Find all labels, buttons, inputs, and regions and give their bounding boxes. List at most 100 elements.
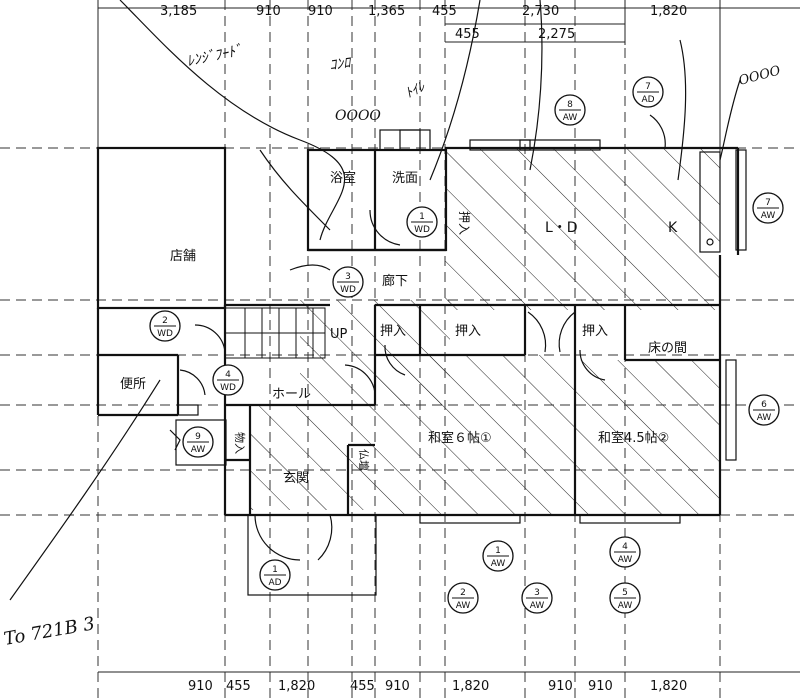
opening-tag: 7AD	[632, 76, 664, 108]
tag-number: 7	[765, 198, 771, 208]
dim-top2-1: 455	[455, 27, 480, 42]
tag-number: 4	[622, 542, 628, 552]
tag-number: 1	[495, 546, 501, 556]
label-washitsu-45: 和室4.5帖②	[598, 430, 669, 446]
label-oshiire-1: 押入	[457, 211, 471, 235]
tag-number: 2	[162, 316, 168, 326]
tag-number: 7	[645, 82, 651, 92]
opening-tag: 4WD	[212, 364, 244, 396]
label-toilet: 便所	[120, 377, 146, 392]
hand-note-3: OOOO	[335, 108, 381, 124]
dimension-texts-bottom: 910 455 1,820 455 910 1,820 910 910 1,82…	[188, 679, 687, 694]
tag-number: 1	[419, 212, 425, 222]
dim-bottom-1: 910	[188, 679, 213, 694]
opening-tag: 1WD	[406, 206, 438, 238]
hand-note-6: To 721B 3	[2, 613, 96, 650]
tag-code: AW	[191, 445, 206, 455]
label-tokonoma: 床の間	[648, 341, 687, 356]
hatched-areas	[250, 148, 720, 515]
dim-bottom-6: 1,820	[452, 679, 489, 694]
room-labels: 浴室 洗面 店舗 L・D K 廊下 UP 押入 押入 押入 押入 床の間 便所 …	[120, 170, 687, 486]
label-butsudan: 仏壇	[357, 449, 371, 471]
tag-code: AD	[641, 95, 654, 105]
walls	[96, 146, 740, 596]
tag-number: 9	[195, 432, 201, 442]
opening-tag: 3WD	[332, 266, 364, 298]
label-oshiire-3: 押入	[455, 324, 481, 339]
hand-note-5: OOOO	[737, 63, 782, 89]
opening-tag: 3AW	[521, 582, 553, 614]
tag-number: 3	[345, 272, 351, 282]
dim-bottom-2: 455	[226, 679, 251, 694]
tag-code: AW	[618, 601, 633, 611]
opening-tag: 2AW	[447, 582, 479, 614]
label-bath: 浴室	[330, 170, 356, 186]
hand-note-1: ﾚﾝｼﾞﾌｰﾄﾞ	[186, 43, 244, 70]
opening-tag: 8AW	[554, 94, 586, 126]
tag-code: AW	[530, 601, 545, 611]
tag-number: 1	[272, 565, 278, 575]
label-corridor: 廊下	[382, 273, 408, 289]
label-washitsu-6: 和室６帖①	[428, 430, 492, 446]
dim-top-4: 1,365	[368, 4, 405, 19]
dim-top2-2: 2,275	[538, 27, 575, 42]
dim-bottom-8: 910	[588, 679, 613, 694]
tag-number: 2	[460, 588, 466, 598]
dim-bottom-5: 910	[385, 679, 410, 694]
tag-number: 5	[622, 588, 628, 598]
tag-number: 8	[567, 100, 573, 110]
dim-bottom-7: 910	[548, 679, 573, 694]
kitchen-counter	[699, 151, 721, 253]
windows	[175, 129, 747, 524]
tag-code: AD	[268, 578, 281, 588]
opening-tag: 1AW	[482, 540, 514, 572]
label-up: UP	[330, 327, 348, 342]
tag-code: AW	[563, 113, 578, 123]
tag-number: 3	[534, 588, 540, 598]
stairs	[224, 307, 326, 359]
dim-bottom-9: 1,820	[650, 679, 687, 694]
handwritten-annotations	[9, 0, 741, 601]
dim-bottom-3: 1,820	[278, 679, 315, 694]
opening-tag: 7AW	[752, 192, 784, 224]
label-ld: L・D	[545, 220, 578, 236]
tag-code: WD	[157, 329, 173, 339]
label-oshiire-2: 押入	[380, 324, 406, 339]
label-k: K	[668, 220, 678, 236]
tag-code: AW	[761, 211, 776, 221]
opening-tag: 6AW	[748, 394, 780, 426]
dimension-lines	[97, 0, 800, 673]
dim-top-5: 455	[432, 4, 457, 19]
dimension-texts-top: 3,185 910 910 1,365 455 2,730 1,820 455 …	[160, 4, 687, 42]
tag-code: WD	[220, 383, 236, 393]
dim-top-1: 3,185	[160, 4, 197, 19]
tag-code: AW	[757, 413, 772, 423]
label-monoire: 物入	[233, 432, 247, 454]
doors	[179, 114, 666, 561]
label-genkan: 玄関	[283, 471, 309, 486]
tag-number: 4	[225, 370, 231, 380]
label-oshiire-4: 押入	[582, 324, 608, 339]
hand-note-2: ｺﾝﾛ	[328, 55, 353, 74]
dim-bottom-4: 455	[350, 679, 375, 694]
opening-tag: 4AW	[609, 536, 641, 568]
dim-top-7: 1,820	[650, 4, 687, 19]
tag-code: AW	[618, 555, 633, 565]
opening-tags: 8AW7AD7AW1WD3WD2WD4WD9AW6AW1AW4AW2AW3AW5…	[149, 76, 784, 614]
label-wash: 洗面	[392, 171, 418, 186]
hand-note-4: ﾄｲﾚ	[403, 79, 428, 101]
opening-tag: 1AD	[259, 559, 291, 591]
tag-number: 6	[761, 400, 767, 410]
tag-code: WD	[340, 285, 356, 295]
label-hall: ホール	[272, 387, 311, 402]
label-shop: 店舗	[170, 249, 196, 264]
dim-top-2: 910	[256, 4, 281, 19]
opening-tag: 2WD	[149, 310, 181, 342]
opening-tag: 5AW	[609, 582, 641, 614]
dim-top-3: 910	[308, 4, 333, 19]
tag-code: AW	[491, 559, 506, 569]
tag-code: AW	[456, 601, 471, 611]
opening-tag: 9AW	[182, 426, 214, 458]
tag-code: WD	[414, 225, 430, 235]
